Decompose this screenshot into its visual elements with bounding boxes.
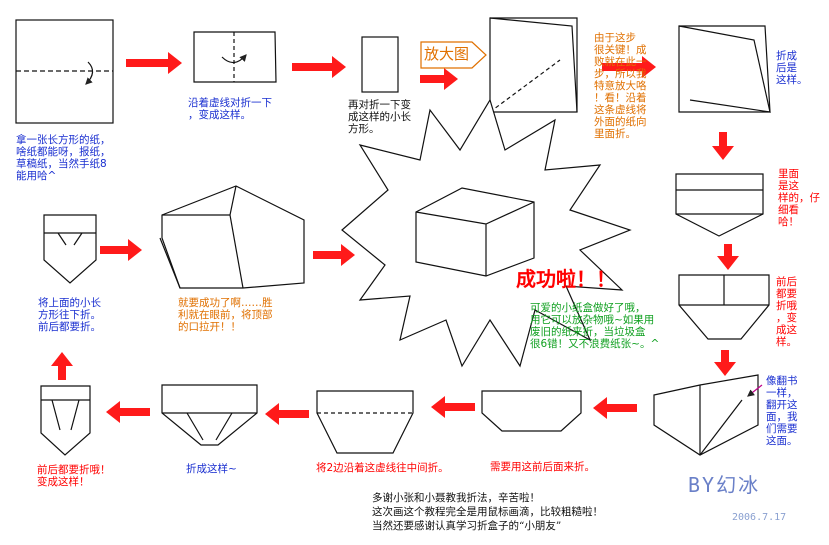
caption-zoom-note: 由于这步 很关键！成 败就在此一 步，所以我 特意放大咯 ！看！沿着 这条虚线将… [594, 32, 647, 140]
caption-result: 可爱的小纸盒做好了哦， 用它可以放杂物哦~如果用 废旧的纸来折，当垃圾盒 很6错… [530, 302, 660, 350]
step2-folded-paper [193, 31, 277, 83]
step6-inner-view [675, 173, 764, 237]
step5-folded-drawing [678, 25, 771, 113]
arrow-step5-to-step6 [712, 132, 734, 160]
step8-page-flip [653, 374, 759, 456]
step1-paper-sheet [15, 19, 114, 124]
arrow-step15-to-box [313, 244, 355, 266]
caption-step8: 像翻书 一样， 翻开这 面，我 们需要 这面。 [766, 375, 798, 447]
arrow-step12-to-step13 [51, 352, 73, 380]
thanks-line-1: 多谢小张和小聂教我折法，辛苦啦！ [372, 492, 540, 504]
step13-shape [43, 214, 97, 284]
arrow-step10-to-step11 [265, 403, 309, 425]
arrow-step8-to-step9 [593, 397, 637, 419]
zoom-label: 放大图 [424, 45, 470, 63]
step9-shape [481, 390, 582, 432]
caption-step2: 沿着虚线对折一下 ，变成这样。 [188, 97, 272, 121]
step12-shape [40, 385, 91, 456]
step10-shape [316, 390, 414, 454]
caption-step12: 前后都要折哦！ 变成这样！ [37, 464, 111, 488]
finished-box [415, 187, 535, 277]
arrow-step7-to-step8 [714, 350, 736, 376]
step8-pointer-arrow [747, 384, 763, 397]
caption-step5: 折成 后是 这样。 [776, 50, 808, 86]
arrow-step6-to-step7 [717, 244, 739, 270]
zoom-label-tag [420, 41, 487, 69]
caption-step13: 将上面的小长 方形往下折。 前后都要折。 [38, 297, 101, 333]
date-text: 2006.7.17 [732, 512, 787, 523]
caption-step11: 折成这样~ [186, 463, 237, 475]
thanks-line-3: 当然还要感谢认真学习折盒子的“小朋友” [372, 520, 562, 532]
arrow-step11-to-step12 [106, 401, 150, 423]
arrow-step2-to-step3 [292, 56, 346, 78]
arrow-step13-to-step15 [100, 239, 142, 261]
caption-step3: 再对折一下变 成这样的小长 方形。 [348, 99, 411, 135]
success-text: 成功啦！！ [516, 267, 616, 291]
caption-step1: 拿一张长方形的纸， 啥纸都能呀，报纸， 草稿纸，当然手纸8 能用哈^ [16, 134, 111, 182]
caption-step10: 将2边沿着这虚线往中间折。 [316, 462, 449, 474]
thanks-line-2: 这次画这个教程完全是用鼠标画滴，比较粗糙啦！ [372, 506, 603, 518]
arrow-zoom-to-step5 [602, 56, 656, 78]
step3-small-rectangle [361, 36, 399, 93]
step7-folded-view [678, 274, 770, 340]
step11-shape [161, 384, 258, 446]
caption-step7: 前后 都要 折哦 ，变 成这 样。 [776, 276, 797, 348]
arrow-step9-to-step10 [431, 396, 475, 418]
zoom-detail-drawing [489, 17, 578, 113]
caption-step6: 里面 是这 样的，仔 细看 哈！ [778, 168, 820, 228]
caption-step15: 就要成功了啊……胜 利就在眼前，将顶部 的口拉开！！ [178, 297, 273, 333]
arrow-step3-to-zoom [420, 68, 458, 90]
caption-step9: 需要用这前后面来折。 [490, 461, 595, 473]
author-signature: BY幻冰 [688, 473, 761, 497]
step15-drawing [159, 185, 305, 289]
arrow-step1-to-step2 [126, 52, 182, 74]
